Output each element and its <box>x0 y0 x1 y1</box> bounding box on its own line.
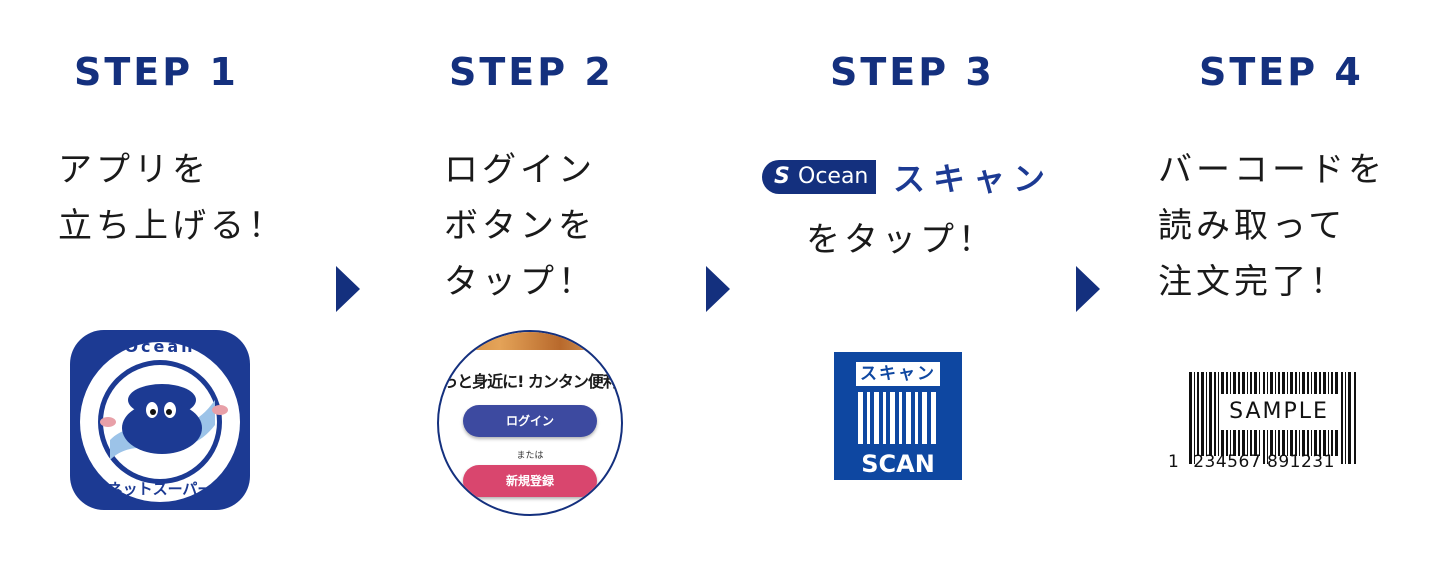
arrow-right-icon <box>706 266 730 312</box>
step-2-line-3: タップ！ <box>444 262 596 302</box>
barcode-first-digit: 1 <box>1168 452 1180 472</box>
step-3-line-1: をタップ！ <box>806 220 996 260</box>
arrow-right-icon <box>336 266 360 312</box>
step-1-title: STEP 1 <box>74 50 239 94</box>
ocean-app-icon: Ocean ネットスーパー <box>70 330 250 510</box>
step-3-title: STEP 3 <box>830 50 995 94</box>
ocean-logo-text: Ocean <box>798 164 869 189</box>
step-4-line-1: バーコードを <box>1158 150 1386 190</box>
step-1-description: アプリを 立ち上げる！ <box>58 142 286 254</box>
arrow-right-icon <box>1076 266 1100 312</box>
login-screen-preview: っと身近に! カンタン便利 ログイン または 新規登録 <box>437 330 623 516</box>
step-4-description: バーコードを 読み取って 注文完了！ <box>1158 142 1386 310</box>
step-2-description: ログイン ボタンを タップ！ <box>444 142 596 310</box>
barcode-icon <box>858 392 936 444</box>
app-icon-brand: Ocean <box>124 337 195 356</box>
step-4-line-2: 読み取って <box>1158 206 1347 246</box>
login-button[interactable]: ログイン <box>463 405 597 437</box>
scan-button-label: スキャン <box>856 362 940 386</box>
scan-button-text: SCAN <box>861 450 935 478</box>
ocean-mark-icon: S <box>774 164 790 189</box>
app-icon-subtitle: ネットスーパー <box>108 480 213 498</box>
app-icon-graphic: Ocean ネットスーパー <box>80 337 240 502</box>
scan-label: スキャン <box>893 160 1054 198</box>
barcode-digits: 1 234567 891231 <box>1168 452 1335 472</box>
step-2-line-1: ログイン <box>444 150 596 190</box>
tagline: っと身近に! カンタン便利 <box>442 372 619 391</box>
signup-button[interactable]: 新規登録 <box>463 465 597 497</box>
ocean-logo: S Ocean <box>762 160 876 194</box>
step-3-description: をタップ！ <box>806 212 996 268</box>
barcode-number: 234567 891231 <box>1193 452 1335 472</box>
food-banner-image <box>439 332 621 350</box>
step-1-line-1: アプリを <box>58 150 210 190</box>
or-label: または <box>516 451 544 461</box>
step-4-title: STEP 4 <box>1199 50 1364 94</box>
step-1-line-2: 立ち上げる！ <box>58 206 286 246</box>
step-2-line-2: ボタンを <box>444 206 596 246</box>
step-4-line-3: 注文完了！ <box>1158 262 1348 302</box>
step-2-title: STEP 2 <box>449 50 614 94</box>
scan-button[interactable]: スキャン SCAN <box>834 352 962 480</box>
barcode-sample-label: SAMPLE <box>1219 394 1339 430</box>
